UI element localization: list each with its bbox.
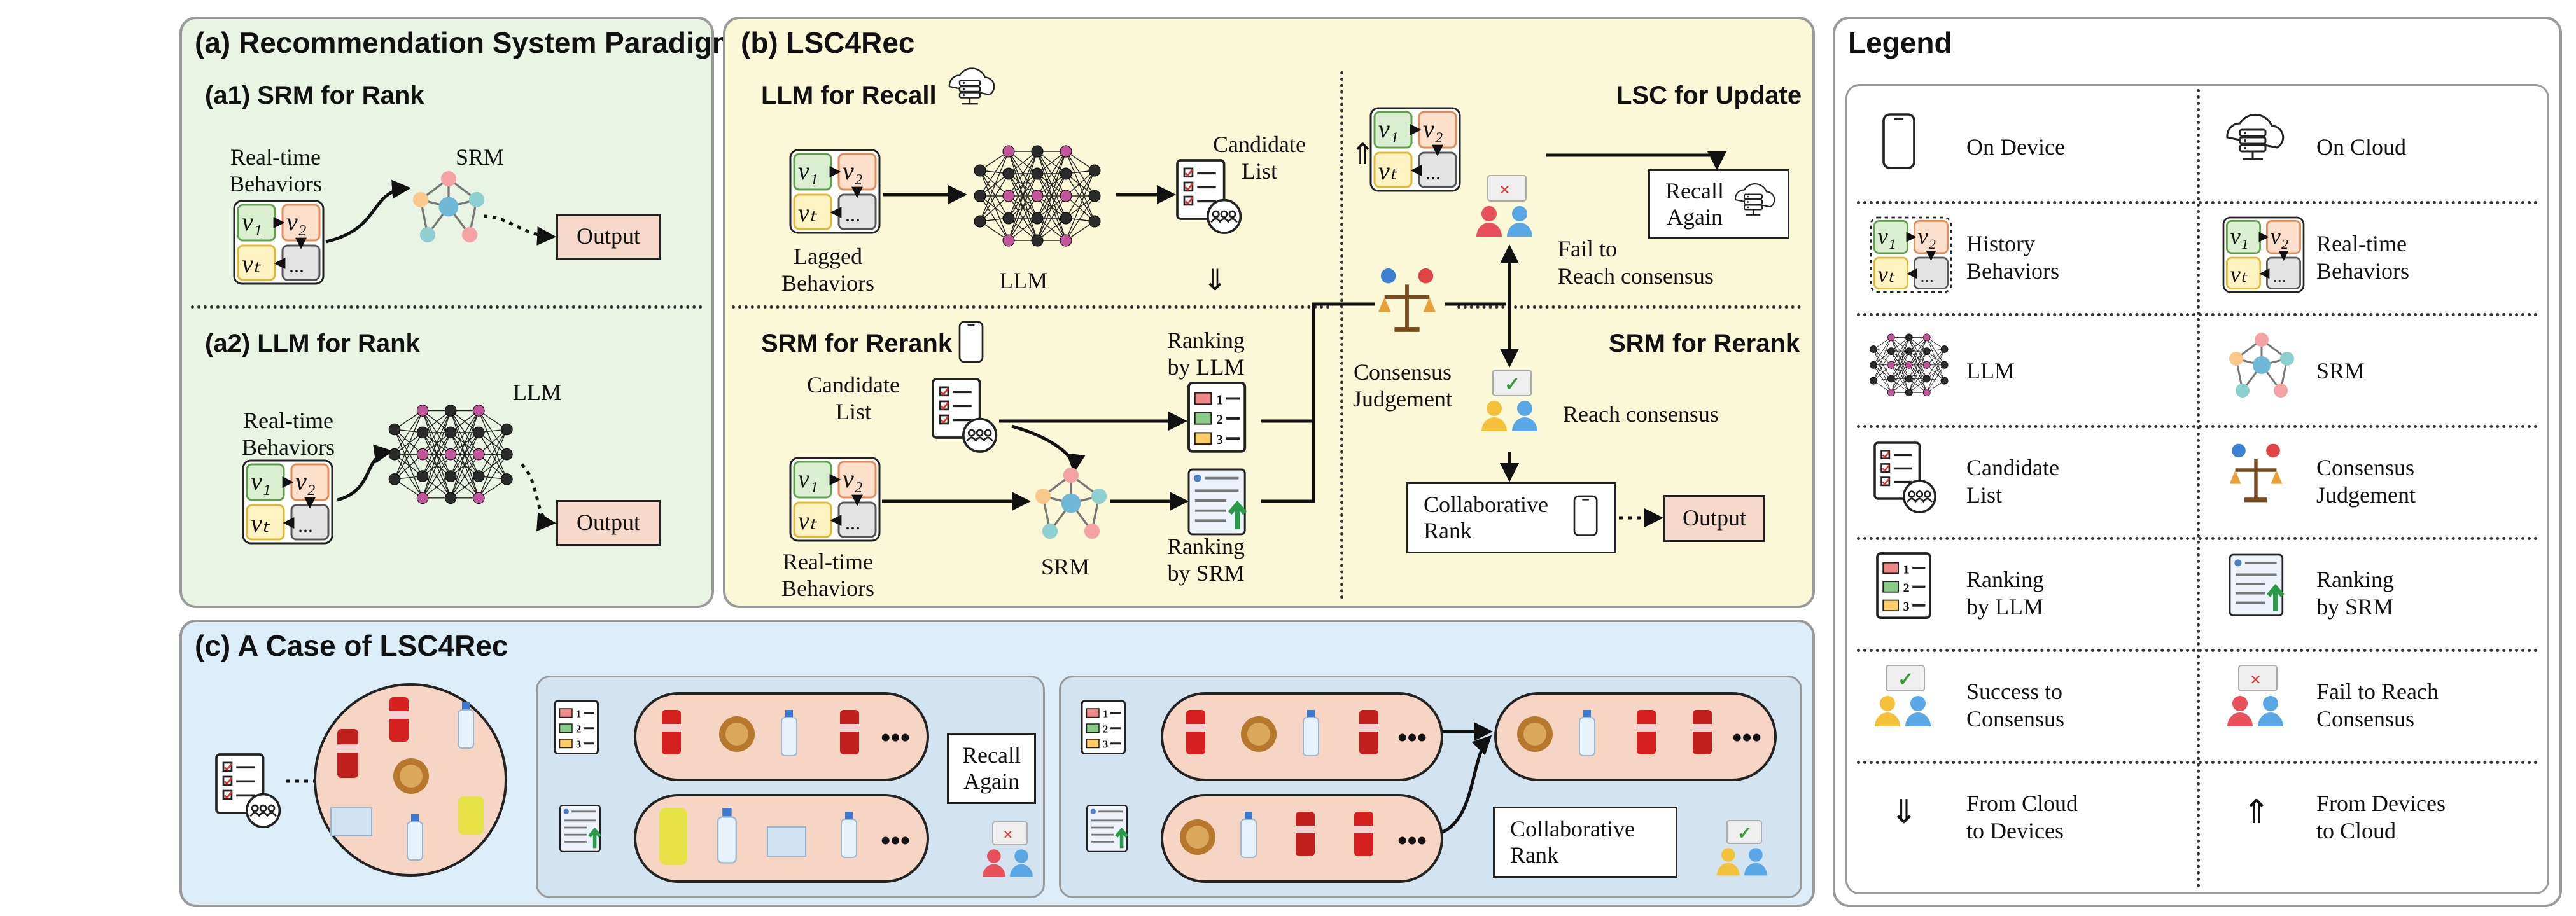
legend-vertical-divider — [2197, 89, 2200, 888]
legend-item-left-label: Candidate List — [1966, 455, 2059, 508]
a2-model-label: LLM — [513, 380, 561, 405]
a1-title: (a1) SRM for Rank — [205, 81, 424, 109]
legend-item-right-label: Fail to Reach Consensus — [2316, 679, 2439, 732]
srm-rerank-right-title: SRM for Rerank — [1609, 330, 1800, 357]
panel-a-title: (a) Recommendation System Paradigm — [195, 26, 738, 59]
realtime-behaviors-label: Real-time Behaviors — [781, 549, 874, 602]
b-output-box: Output — [1663, 495, 1765, 542]
legend-item-left-label: History Behaviors — [1966, 231, 2059, 284]
legend-title: Legend — [1848, 26, 1952, 59]
legend-item-right-label: From Devices to Cloud — [2316, 791, 2446, 844]
case-collaborative-rank-box: Collaborative Rank — [1493, 807, 1677, 878]
legend-row-divider — [1857, 201, 2538, 204]
reach-consensus-label: Reach consensus — [1563, 401, 1719, 427]
a2-output-box: Output — [556, 500, 661, 546]
collaborative-rank-box: Collaborative Rank — [1406, 482, 1616, 553]
legend-row-divider — [1857, 649, 2538, 652]
llm-recall-title: LLM for Recall — [761, 81, 937, 109]
legend-item-left-label: From Cloud to Devices — [1966, 791, 2078, 844]
panel-c-title: (c) A Case of LSC4Rec — [195, 629, 508, 662]
case-collaborative-rank-text: Collaborative Rank — [1510, 815, 1635, 868]
legend-item-left-label: On Device — [1966, 134, 2065, 160]
consensus-judgement-label: Consensus Judgement — [1353, 359, 1452, 412]
recall-again-box: Recall Again — [1648, 169, 1789, 239]
legend-item-left-label: Ranking by LLM — [1966, 567, 2044, 620]
legend-row-divider — [1857, 313, 2538, 316]
legend-item-right-label: SRM — [2316, 358, 2365, 384]
legend-row-divider — [1857, 537, 2538, 540]
a1-behaviors-label: Real-time Behaviors — [229, 144, 322, 197]
candidate-list-top-label: Candidate List — [1213, 132, 1306, 184]
a-divider — [191, 305, 703, 309]
a2-behaviors-label: Real-time Behaviors — [242, 408, 335, 461]
panel-b-title: (b) LSC4Rec — [741, 26, 915, 59]
srm-rerank-left-title: SRM for Rerank — [761, 330, 953, 357]
case-recall-again-box: Recall Again — [947, 733, 1036, 804]
legend-row-divider — [1857, 425, 2538, 428]
b-vertical-divider — [1340, 71, 1343, 599]
a2-title: (a2) LLM for Rank — [205, 330, 420, 357]
b-left-divider — [732, 305, 1330, 309]
lsc-update-title: LSC for Update — [1616, 81, 1802, 109]
legend-item-left-label: Success to Consensus — [1966, 679, 2065, 732]
legend-item-left-label: LLM — [1966, 358, 2015, 384]
legend-item-right-label: Consensus Judgement — [2316, 455, 2416, 508]
candidate-list-mid-label: Candidate List — [807, 372, 900, 425]
a1-model-label: SRM — [456, 144, 505, 170]
collaborative-rank-text: Collaborative Rank — [1424, 491, 1548, 543]
legend-item-right-label: On Cloud — [2316, 134, 2407, 160]
recall-again-text: Recall Again — [1665, 177, 1724, 230]
llm-label: LLM — [999, 268, 1047, 293]
lagged-behaviors-label: Lagged Behaviors — [781, 244, 874, 296]
legend-item-right-label: Real-time Behaviors — [2316, 231, 2409, 284]
a1-output-box: Output — [556, 214, 661, 260]
fail-consensus-label: Fail to Reach consensus — [1558, 236, 1714, 289]
case-group-right — [1059, 676, 1802, 898]
legend-row-divider — [1857, 761, 2538, 764]
case-recall-again-text: Recall Again — [962, 742, 1021, 794]
b-right-divider — [1457, 305, 1801, 309]
srm-label: SRM — [1041, 554, 1090, 579]
ranking-llm-label: Ranking by LLM — [1167, 328, 1245, 380]
legend-item-right-label: Ranking by SRM — [2316, 567, 2394, 620]
ranking-srm-label: Ranking by SRM — [1167, 534, 1245, 586]
